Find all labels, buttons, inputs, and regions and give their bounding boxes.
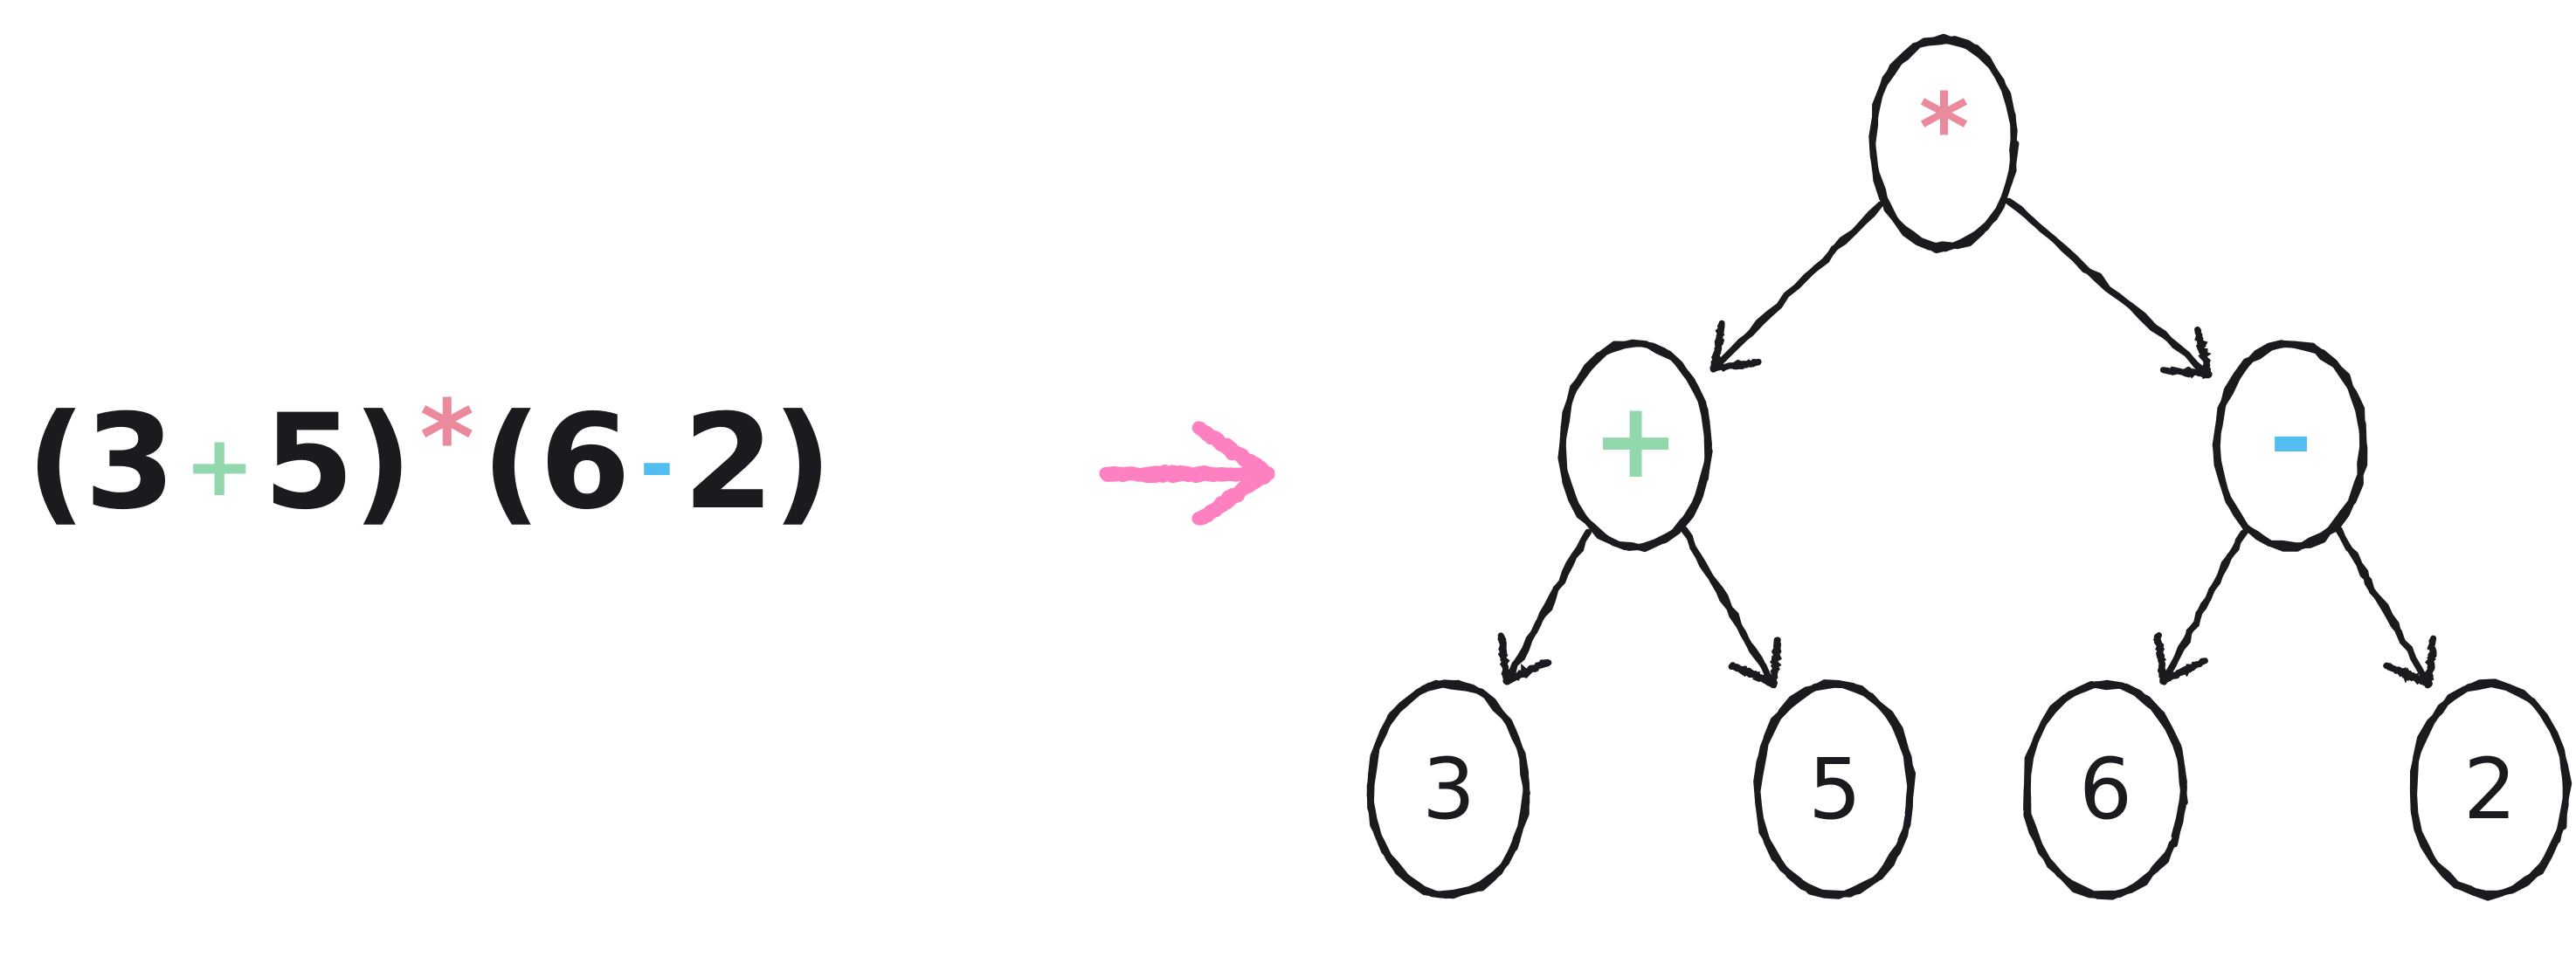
tree-node-label-n-add: + [1592,381,1680,503]
tree-node-label-n-5: 5 [1807,740,1861,839]
expr-token-paren-close-2: ) [772,387,832,539]
transform-arrow-icon [1099,421,1275,526]
expr-token-operator-sub: - [639,416,674,513]
expr-token-operand-5: 5 [263,387,354,539]
tree-edge-root-to-n-sub [2005,197,2213,379]
expr-token-operator-mul: * [419,379,474,500]
tree-edge-n-add-to-n-5 [1680,526,1782,689]
tree-node-label-n-2: 2 [2462,740,2517,839]
expr-token-paren-open-1: ( [26,387,86,539]
tree-edge-n-add-to-n-3 [1497,528,1592,685]
expr-token-paren-open-2: ( [481,387,542,539]
expr-token-operand-6: 6 [539,387,631,539]
expr-token-paren-close-1: ) [352,387,413,539]
tree-edge-n-sub-to-n-2 [2335,527,2437,689]
expr-token-operand-2: 2 [682,387,774,539]
tree-node-label-n-3: 3 [1421,740,1475,839]
expr-token-operand-3: 3 [84,387,176,539]
tree-node-label-n-6: 6 [2078,740,2132,839]
tree-node-label-root: * [1918,72,1970,185]
source-expression: ( 3 + 5 ) * ( 6 - 2 ) [26,362,832,563]
expression-tree: * + - 3 5 6 2 [1310,0,2576,957]
tree-node-label-n-sub: - [2269,378,2313,500]
tree-edge-n-sub-to-n-6 [2152,528,2248,685]
expr-token-operator-add: + [183,417,254,515]
